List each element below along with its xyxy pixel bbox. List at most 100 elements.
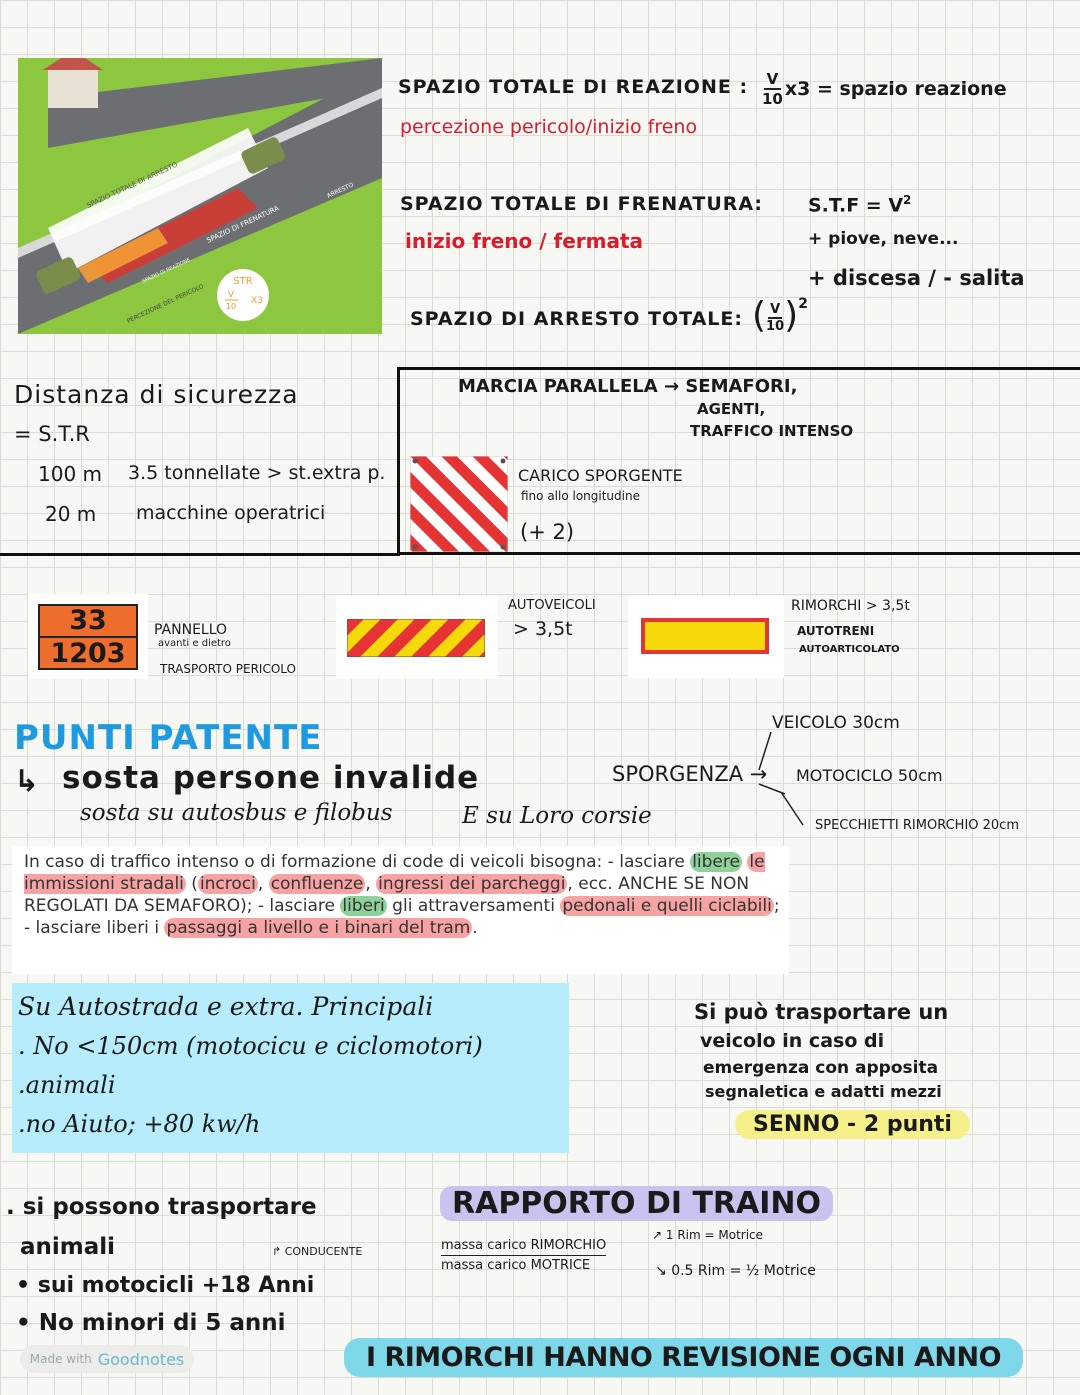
traffic-h1: libere (690, 852, 742, 872)
highway-line1: Su Autostrada e extra. Principali (18, 992, 434, 1021)
emergency-penalty: SENNO - 2 punti (735, 1110, 970, 1139)
vehicles-label1: AUTOVEICOLI (508, 598, 596, 613)
vehicles-label2: > 3,5t (513, 618, 573, 640)
traffic-t4: , (257, 874, 269, 894)
reaction-formula-rest: x3 = spazio reazione (784, 78, 1007, 100)
sporgenza-item3: SPECCHIETTI RIMORCHIO 20cm (815, 818, 1020, 833)
overhang-note: (+ 2) (520, 520, 575, 544)
emergency-line2: veicolo in caso di (700, 1030, 885, 1052)
trailers-label1: RIMORCHI > 3,5t (791, 598, 910, 614)
traffic-h8: passaggi a livello e i binari del tram (164, 918, 473, 938)
sporgenza-label-text: SPORGENZA (612, 762, 744, 786)
highway-card (12, 983, 569, 1153)
goodnotes-badge: Made with Goodnotes (20, 1345, 194, 1373)
hazard-panel: 33 1203 (38, 604, 138, 670)
hazard-code-bottom: 1203 (50, 638, 126, 669)
circle-top: STR (233, 276, 252, 287)
animals-line3: • sui motocicli +18 Anni (16, 1273, 315, 1298)
animals-driver-arrow-icon: ↱ (272, 1245, 285, 1258)
points-line3: E su Loro corsie (462, 803, 652, 829)
animals-driver: ↱ CONDUCENTE (272, 1245, 362, 1258)
circle-frac-num: V (228, 290, 235, 300)
badge-prefix: Made with (29, 1352, 92, 1366)
overhang-sub: fino allo longitudine (521, 489, 640, 503)
stopping-formula: ( V 10 ) 2 (752, 295, 808, 336)
trailer-sign (641, 618, 769, 654)
safety-row1-dist: 100 m (38, 462, 103, 486)
animals-driver-text: CONDUCENTE (284, 1245, 363, 1258)
reaction-formula: V 10 x3 = spazio reazione (762, 70, 1007, 108)
highway-line2: . No <150cm (motocicu e ciclomotori) (18, 1032, 483, 1060)
hazard-line3: TRASPORTO PERICOLO (160, 662, 296, 676)
parallel-line2: AGENTI, (697, 400, 766, 418)
braking-subtitle: inizio freno / fermata (405, 229, 644, 253)
reaction-subtitle: percezione pericolo/inizio freno (400, 116, 698, 138)
emergency-line1: Si può trasportare un (694, 1000, 949, 1024)
towing-r2: ↘ 0.5 Rim = ½ Motrice (655, 1263, 816, 1279)
reaction-frac-num: V (763, 70, 782, 90)
towing-r1: ↗ 1 Rim = Motrice (652, 1228, 763, 1242)
safety-row2-dist: 20 m (45, 502, 97, 526)
towing-num: massa carico RIMORCHIO (441, 1238, 607, 1256)
traffic-t8: ; - lasciare liberi i (24, 896, 780, 938)
trailers-label3: AUTOARTICOLATO (799, 644, 900, 655)
safety-title: Distanza di sicurezza (14, 380, 299, 409)
highway-line4: .no Aiuto; +80 kw/h (18, 1110, 261, 1138)
overhang-sign (410, 456, 508, 552)
animals-line2: animali (20, 1234, 116, 1260)
traffic-h5: ingressi dei parcheggi (376, 874, 568, 894)
traffic-t7: gli attraversamenti (386, 896, 561, 916)
traffic-t6: , ecc. ANCHE SE NON REGOLATI DA SEMAFORO… (24, 874, 750, 916)
towing-title: RAPPORTO DI TRAINO (440, 1186, 834, 1221)
hazard-line2: avanti e dietro (158, 638, 231, 649)
sporgenza-label: SPORGENZA → (612, 762, 767, 786)
sporgenza-item1: VEICOLO 30cm (772, 713, 900, 733)
traffic-t5: , (365, 874, 377, 894)
towing-r2-text: 0.5 Rim = ½ Motrice (671, 1263, 816, 1279)
stopping-frac-num: V (768, 302, 783, 319)
trailers-label2: AUTOTRENI (797, 624, 875, 638)
vehicle-sign (347, 619, 485, 657)
circle-frac-den: 10 (226, 302, 236, 311)
braking-formula-text: S.T.F = V (808, 194, 904, 217)
braking-formula-exp: 2 (903, 193, 912, 207)
sporgenza-arrow-icon: → (743, 762, 768, 786)
points-title: PUNTI PATENTE (14, 718, 323, 758)
braking-note1: + piove, neve... (808, 229, 959, 249)
highway-line3: .animali (18, 1071, 116, 1099)
str-circle (217, 269, 269, 321)
revision-banner: I RIMORCHI HANNO REVISIONE OGNI ANNO (344, 1338, 1024, 1377)
traffic-t9: . (472, 918, 478, 938)
emergency-line4: segnaletica e adatti mezzi (705, 1082, 942, 1101)
badge-brand: Goodnotes (97, 1349, 185, 1369)
safety-row1-desc: 3.5 tonnellate > st.extra p. (128, 462, 386, 484)
hazard-code-top: 33 (40, 606, 136, 638)
traffic-h6: liberi (340, 896, 387, 916)
towing-r1-arrow-icon: ↗ (652, 1228, 666, 1242)
reaction-frac-den: 10 (762, 90, 783, 108)
towing-fraction: massa carico RIMORCHIO massa carico MOTR… (441, 1238, 607, 1273)
stopping-exp: 2 (798, 296, 808, 312)
circle-mult: X3 (251, 296, 263, 306)
parallel-line1: MARCIA PARALLELA → SEMAFORI, (458, 376, 798, 397)
towing-r1-text: 1 Rim = Motrice (665, 1228, 764, 1242)
braking-formula: S.T.F = V2 (808, 193, 911, 216)
towing-den: massa carico MOTRICE (441, 1258, 591, 1273)
braking-distance-illustration: SPAZIO TOTALE DI ARRESTO SPAZIO DI FRENA… (18, 58, 382, 334)
braking-title: SPAZIO TOTALE DI FRENATURA: (400, 193, 764, 215)
towing-r2-arrow-icon: ↘ (655, 1263, 672, 1279)
overhang-title: CARICO SPORGENTE (518, 466, 683, 485)
stopping-frac-den: 10 (766, 319, 785, 334)
safety-line1: = S.T.R (14, 422, 90, 446)
traffic-text: In caso di traffico intenso o di formazi… (24, 851, 780, 939)
points-line2: sosta su autosbus e filobus (80, 800, 393, 826)
stopping-title: SPAZIO DI ARRESTO TOTALE: (410, 308, 743, 330)
emergency-line3: emergenza con apposita (703, 1058, 939, 1078)
reaction-title: SPAZIO TOTALE DI REAZIONE : (398, 76, 749, 98)
parallel-box (397, 367, 1080, 555)
parallel-line3: TRAFFICO INTENSO (690, 422, 854, 440)
points-line1: sosta persone invalide (62, 760, 480, 796)
points-arrow-icon: ↳ (14, 764, 40, 799)
braking-note2: + discesa / - salita (808, 266, 1025, 290)
animals-line4: • No minori di 5 anni (16, 1310, 286, 1336)
